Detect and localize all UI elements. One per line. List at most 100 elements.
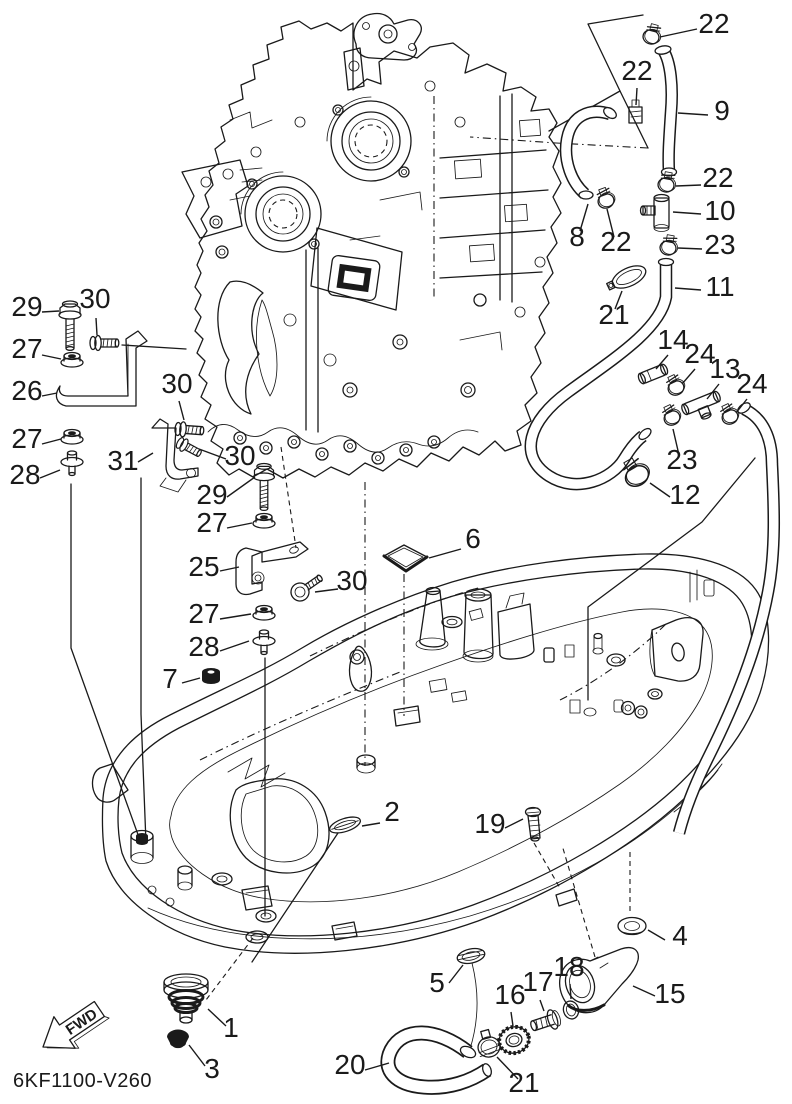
part-bolt-30	[173, 435, 205, 461]
callout-4: 4	[672, 920, 688, 951]
callout-31: 31	[107, 445, 138, 476]
leader-line-18	[569, 983, 572, 1000]
leader-line-28	[39, 469, 61, 479]
callout-24: 24	[684, 338, 715, 369]
callout-16: 16	[494, 979, 525, 1010]
leader-line-29	[226, 476, 256, 498]
throttle-bore-upper	[326, 96, 412, 182]
leader-line-10	[672, 211, 702, 215]
callout-27: 27	[196, 507, 227, 538]
grommet-ring-21	[606, 265, 647, 291]
callout-28: 28	[9, 459, 40, 490]
part-grommet-4	[617, 916, 647, 936]
part-nut-7	[202, 668, 220, 684]
part-grommet-5	[456, 947, 486, 965]
callout-9: 9	[714, 95, 730, 126]
callout-30: 30	[336, 565, 367, 596]
callout-20: 20	[334, 1049, 365, 1080]
callout-27: 27	[11, 333, 42, 364]
callout-29: 29	[11, 291, 42, 322]
callout-26: 26	[11, 375, 42, 406]
leader-line-16	[510, 1011, 514, 1027]
leader-line-14	[655, 354, 669, 370]
leader-line-22	[659, 28, 698, 38]
mount-boss	[255, 909, 277, 923]
fastener-parts-left	[55, 300, 323, 684]
leader-line-30	[95, 317, 98, 336]
leader-line-30	[198, 448, 227, 460]
tee-fitting-13	[681, 390, 721, 420]
callout-22: 22	[600, 226, 631, 257]
part-fitting-17	[530, 1009, 561, 1032]
callout-13: 13	[709, 353, 740, 384]
leader-line-30	[314, 588, 339, 593]
diagram-code: 6KF1100-V260	[13, 1070, 152, 1092]
bottom-cowling	[91, 553, 770, 954]
part-washer-27	[60, 351, 84, 368]
part-bracket-26	[55, 330, 148, 407]
leader-line-27	[226, 522, 253, 529]
leader-line-8	[579, 203, 589, 232]
callout-3: 3	[204, 1053, 220, 1084]
leader-line-23	[672, 428, 680, 456]
leader-line-31	[137, 452, 154, 463]
part-washer-27	[60, 428, 84, 445]
part-washer-27	[252, 512, 276, 529]
clamp-22	[640, 21, 665, 47]
part-outlet-15	[558, 946, 639, 1014]
mount-boss	[130, 829, 154, 864]
leader-line-15	[632, 985, 656, 997]
callout-6: 6	[465, 523, 481, 554]
callout-1: 1	[223, 1012, 239, 1043]
part-nut-16	[497, 1024, 531, 1056]
throttle-bore-lower	[240, 171, 322, 253]
part-bolt-30	[290, 574, 323, 602]
leader-line-22	[675, 184, 702, 187]
leader-line-29	[41, 310, 60, 313]
engine-bolt-holes	[233, 431, 441, 465]
callout-21: 21	[598, 299, 629, 330]
leader-line-27	[41, 438, 62, 445]
leader-line-3	[188, 1044, 206, 1067]
loose-parts	[163, 544, 647, 1087]
fitting-14	[637, 363, 669, 385]
callout-5: 5	[429, 967, 445, 998]
tee-fitting-10	[639, 193, 670, 232]
part-bolt-29	[58, 300, 82, 351]
leader-line-25	[219, 566, 240, 572]
part-washer-27	[252, 604, 276, 621]
callout-29: 29	[196, 479, 227, 510]
leader-line-23	[677, 247, 703, 250]
leader-line-22	[635, 87, 638, 106]
part-pin-28	[60, 450, 84, 477]
callout-30: 30	[224, 440, 255, 471]
clamp-22	[593, 184, 618, 211]
leader-line-19	[504, 818, 524, 829]
callout-18: 18	[553, 951, 584, 982]
part-bracket-31	[151, 418, 199, 493]
part-pad-6	[382, 544, 429, 573]
callout-17: 17	[522, 966, 553, 997]
callout-27: 27	[188, 598, 219, 629]
leader-line-27	[219, 613, 252, 620]
callout-14: 14	[657, 324, 688, 355]
callout-28: 28	[188, 631, 219, 662]
callout-24: 24	[736, 368, 767, 399]
part-plug-3	[167, 1029, 189, 1049]
leader-line-2	[361, 822, 381, 827]
callout-23: 23	[666, 444, 697, 475]
callout-22: 22	[698, 8, 729, 39]
callout-15: 15	[654, 978, 685, 1009]
leader-line-5	[448, 964, 464, 984]
leader-line-24	[735, 398, 748, 414]
leader-line-24	[681, 368, 696, 385]
callout-27: 27	[11, 423, 42, 454]
callout-10: 10	[704, 195, 735, 226]
leader-line-26	[41, 392, 58, 397]
fwd-arrow: FWD	[42, 1000, 110, 1049]
hose-9-end	[654, 45, 672, 55]
leader-line-6	[428, 548, 462, 559]
leader-line-21	[496, 1056, 519, 1080]
